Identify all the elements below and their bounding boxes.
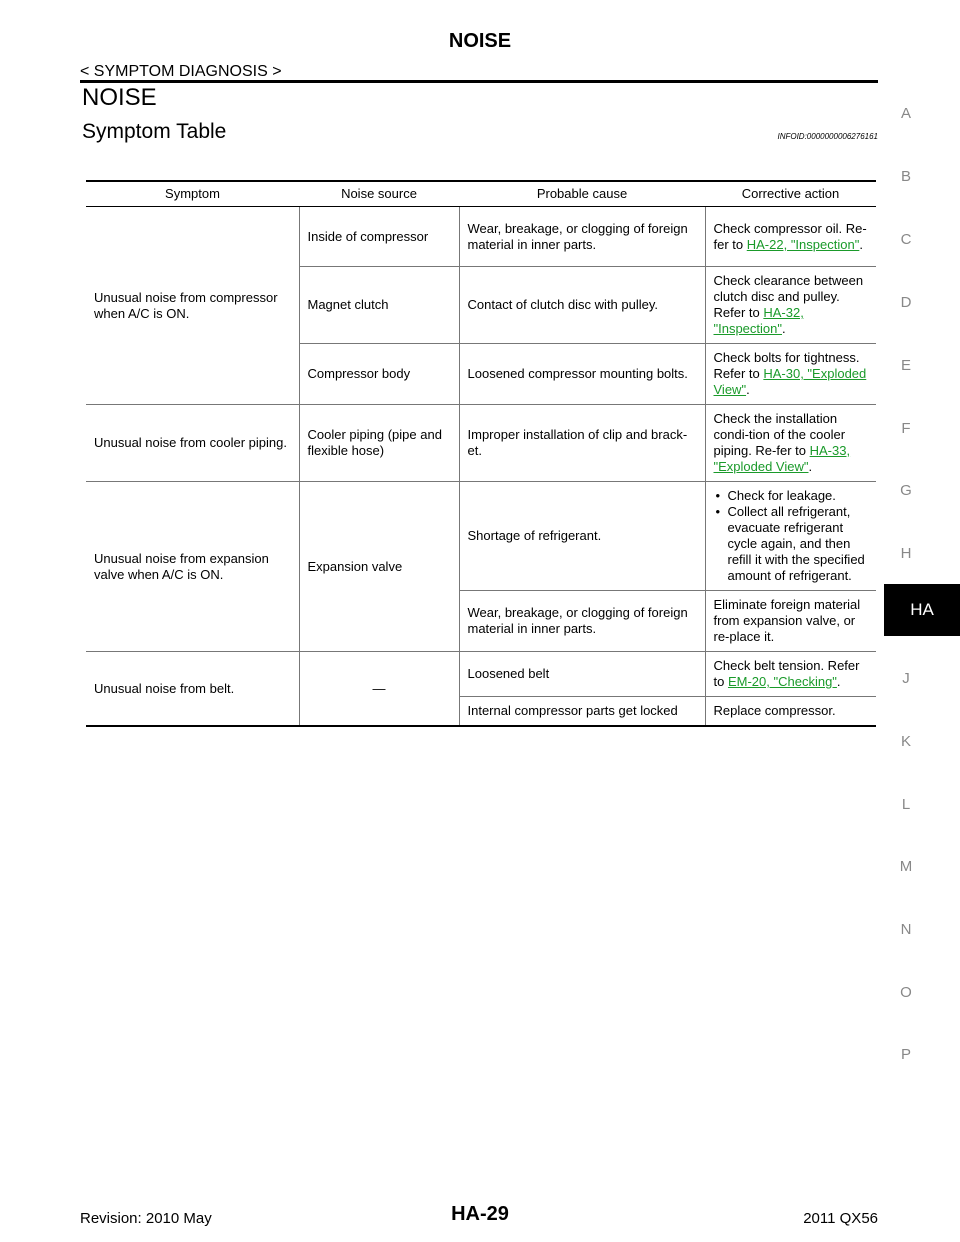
table-row: Magnet clutch Contact of clutch disc wit… — [86, 266, 876, 344]
breadcrumb: < SYMPTOM DIAGNOSIS > — [80, 63, 282, 80]
side-index-item[interactable]: A — [900, 105, 911, 122]
info-id: INFOID:0000000006276161 — [777, 132, 878, 141]
action-text: . — [782, 321, 786, 336]
probable-cause-cell: Improper installation of clip and brack-… — [458, 404, 705, 482]
side-index-item[interactable]: L — [901, 796, 911, 813]
reference-link[interactable]: HA-30, "Exploded View" — [713, 366, 867, 397]
list-item: Collect all refrigerant, evacuate refrig… — [714, 504, 869, 584]
corrective-action-cell: Replace compressor. — [704, 696, 876, 727]
footer-page-number: HA-29 — [451, 1203, 509, 1225]
action-text: Check the installation condi-tion of the… — [713, 411, 846, 458]
footer-model: 2011 QX56 — [803, 1210, 878, 1227]
noise-source-cell: Magnet clutch — [298, 266, 459, 344]
side-index-item[interactable]: K — [900, 733, 911, 750]
action-text: . — [859, 236, 863, 252]
corrective-action-cell: Check bolts for tightness. Refer to HA-3… — [704, 343, 876, 405]
action-text: Check clearance between clutch disc and … — [713, 273, 864, 320]
action-text: Check compressor oil. Re-fer to — [713, 220, 867, 252]
side-index-item[interactable]: C — [900, 231, 912, 248]
action-bullet-list: Check for leakage. Collect all refrigera… — [714, 488, 869, 584]
column-header: Noise source — [299, 180, 459, 207]
footer-revision: Revision: 2010 May — [80, 1210, 212, 1227]
symptom-cell: Unusual noise from cooler piping. — [86, 404, 299, 482]
corrective-action-cell: Check for leakage. Collect all refrigera… — [704, 481, 876, 591]
page-title: NOISE — [448, 30, 512, 52]
side-index-item[interactable]: J — [902, 670, 910, 687]
side-index-item[interactable]: N — [900, 921, 912, 938]
action-text: . — [746, 382, 750, 397]
side-index-item[interactable]: G — [900, 482, 912, 499]
probable-cause-cell: Shortage of refrigerant. — [458, 481, 705, 591]
list-item: Check for leakage. — [714, 488, 869, 504]
section-title: NOISE — [82, 84, 157, 111]
side-index-item[interactable]: O — [900, 984, 912, 1001]
probable-cause-cell: Wear, breakage, or clogging of foreign m… — [458, 206, 705, 267]
action-text: Check belt tension. Refer to — [713, 658, 860, 689]
side-index-item[interactable]: H — [900, 545, 912, 562]
noise-source-cell: Cooler piping (pipe and flexible hose) — [298, 404, 459, 482]
table-row: Unusual noise from expansion valve when … — [86, 481, 876, 652]
table-row: Internal compressor parts get locked Rep… — [86, 696, 876, 727]
side-index-item[interactable]: P — [900, 1046, 911, 1063]
probable-cause-cell: Wear, breakage, or clogging of foreign m… — [458, 590, 705, 652]
corrective-action-cell: Check compressor oil. Re-fer to HA-22, "… — [704, 206, 876, 267]
probable-cause-cell: Internal compressor parts get locked — [458, 696, 705, 727]
side-index-item[interactable]: M — [899, 858, 913, 875]
header-rule — [80, 80, 878, 83]
column-header: Symptom — [86, 180, 299, 207]
action-text: . — [836, 674, 841, 689]
column-header: Probable cause — [459, 180, 705, 207]
reference-link[interactable]: HA-33, "Exploded View" — [713, 443, 851, 474]
reference-link[interactable]: EM-20, "Checking" — [727, 674, 837, 689]
table-row: Unusual noise from compressor when A/C i… — [86, 206, 876, 405]
table-row: Unusual noise from cooler piping. Cooler… — [86, 404, 876, 482]
reference-link[interactable]: HA-22, "Inspection" — [746, 236, 860, 252]
side-index-item[interactable]: E — [900, 357, 911, 374]
symptom-cell: Unusual noise from belt. — [86, 651, 299, 727]
table-row: Wear, breakage, or clogging of foreign m… — [86, 590, 876, 652]
noise-source-cell: — — [298, 651, 459, 727]
corrective-action-cell: Eliminate foreign material from expansio… — [704, 590, 876, 652]
side-index-active-tab[interactable]: HA — [884, 584, 960, 636]
symptom-cell: Unusual noise from compressor when A/C i… — [86, 206, 299, 405]
noise-source-cell: Inside of compressor — [298, 206, 459, 267]
corrective-action-cell: Check the installation condi-tion of the… — [704, 404, 876, 482]
probable-cause-cell: Loosened belt — [458, 651, 705, 697]
noise-source-cell: Compressor body — [298, 343, 459, 405]
sub-title: Symptom Table — [82, 120, 227, 143]
table-row: Unusual noise from belt. — Loosened belt… — [86, 651, 876, 727]
probable-cause-cell: Loosened compressor mounting bolts. — [458, 343, 705, 405]
column-header: Corrective action — [705, 180, 876, 207]
probable-cause-cell: Contact of clutch disc with pulley. — [458, 266, 705, 344]
table-header-row: Symptom Noise source Probable cause Corr… — [86, 180, 876, 207]
table-row: Compressor body Loosened compressor moun… — [86, 343, 876, 405]
corrective-action-cell: Check clearance between clutch disc and … — [704, 266, 876, 344]
action-text: . — [808, 459, 813, 474]
side-index-item[interactable]: B — [900, 168, 911, 185]
side-index-item[interactable]: D — [900, 294, 912, 311]
corrective-action-cell: Check belt tension. Refer to EM-20, "Che… — [704, 651, 876, 697]
symptom-cell: Unusual noise from expansion valve when … — [86, 481, 299, 652]
action-text: Check bolts for tightness. Refer to — [713, 350, 860, 381]
side-index-item[interactable]: F — [901, 420, 911, 437]
symptom-table: Symptom Noise source Probable cause Corr… — [86, 180, 876, 727]
reference-link[interactable]: HA-32, "Inspection" — [713, 305, 804, 336]
noise-source-cell: Expansion valve — [298, 481, 459, 652]
